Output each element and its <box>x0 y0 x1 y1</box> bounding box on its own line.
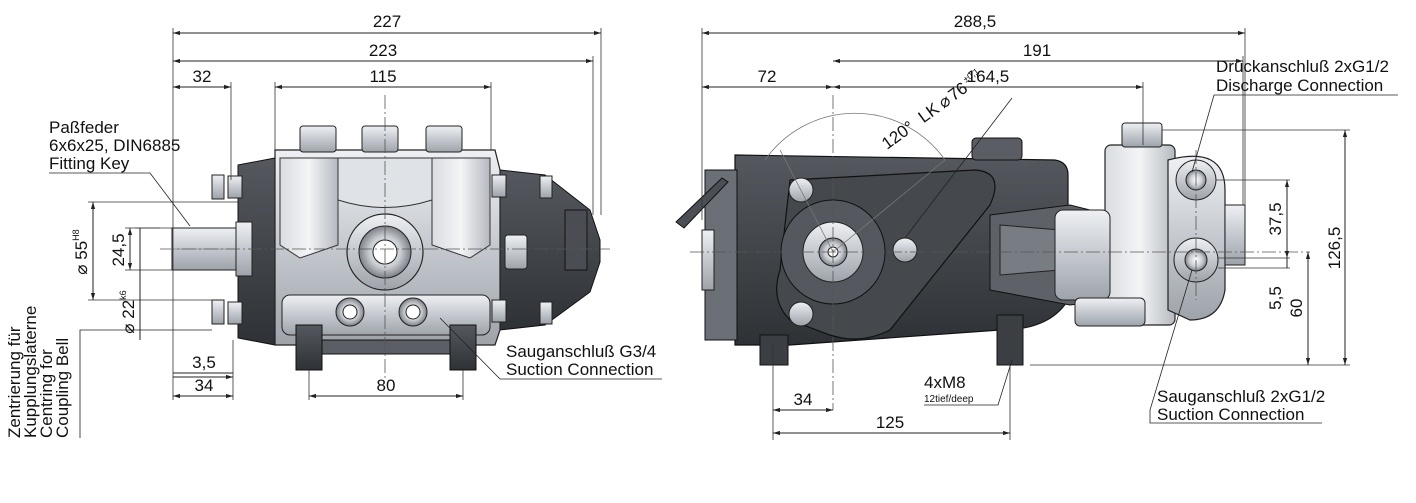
mounting-thread-label: 4xM8 <box>924 373 966 392</box>
centring-label-en-1: Centring for <box>37 349 56 438</box>
angle-ray-right <box>832 159 946 253</box>
fitting-key-label-en: Fitting Key <box>49 154 130 173</box>
angle-ray-left <box>779 149 834 253</box>
dim-37-5-group: 37,5 <box>1266 202 1285 235</box>
fitting-key-leader <box>49 172 191 227</box>
angle-120: 120° <box>878 117 918 153</box>
fitting-key-label-de: Paßfeder <box>49 118 119 137</box>
dim-diameter-22-group: ⌀ 22k6 <box>118 290 138 333</box>
side-view-pump-body <box>675 122 1246 366</box>
suction-label-side-en: Suction Connection <box>1157 405 1304 424</box>
front-view: 227 223 32 115 3,5 34 80 ⌀ 55H8 24,5 ⌀ 2… <box>5 12 662 438</box>
dim-diameter-22-tolerance: k6 <box>118 290 128 300</box>
dim-115: 115 <box>369 67 396 86</box>
dim-3-5: 3,5 <box>192 353 216 372</box>
dim-32: 32 <box>193 67 212 86</box>
dim-60-group: 60 <box>1287 299 1306 318</box>
diameter-symbol: ⌀ <box>72 260 91 275</box>
dim-diameter-55: ⌀ 55H8 <box>71 229 91 274</box>
suction-label-front-en: Suction Connection <box>506 360 653 379</box>
centring-label-de-2: Kupplungslaterne <box>21 306 40 438</box>
bolt-circle-angle-arc <box>764 112 946 161</box>
mounting-depth-label: 12tief/deep <box>924 394 974 405</box>
suction-label-side-de: Sauganschluß 2xG1/2 <box>1157 387 1325 406</box>
suction-label-front-de: Sauganschluß G3/4 <box>506 342 656 361</box>
centring-label: Zentrierung für Kupplungslaterne Centrin… <box>5 306 72 438</box>
dim-72: 72 <box>758 67 777 86</box>
centring-label-en-2: Coupling Bell <box>53 338 72 438</box>
dim-223: 223 <box>369 41 397 60</box>
dim-diameter-55-group: ⌀ 55H8 <box>71 229 91 274</box>
dim-diameter-55-value: 55 <box>72 241 91 260</box>
bolt-circle-leader <box>904 97 1013 239</box>
fitting-key-label-spec: 6x6x25, DIN6885 <box>49 136 180 155</box>
angle-and-bolt-circle: 120°LK⌀76±0,1 <box>878 66 987 153</box>
dim-191: 191 <box>1023 41 1051 60</box>
dim-5-5: 5,5 <box>1266 286 1285 310</box>
discharge-leader <box>1191 94 1398 173</box>
dim-24-5-group: 24,5 <box>109 233 128 266</box>
side-view: 288,5 191 72 164,5 34 125 126,5 37,5 5,5… <box>675 12 1398 440</box>
mounting-leader <box>924 359 1013 406</box>
front-view-pump-body <box>171 125 601 371</box>
dim-80: 80 <box>377 376 396 395</box>
dim-60: 60 <box>1287 299 1306 318</box>
discharge-label-en: Discharge Connection <box>1216 76 1383 95</box>
front-extension-lines <box>88 28 602 400</box>
discharge-label-de: Druckanschluß 2xG1/2 <box>1216 57 1389 76</box>
dim-126-5-group: 126,5 <box>1325 227 1344 270</box>
dim-34-front: 34 <box>195 376 214 395</box>
suction-front-leader <box>439 317 662 380</box>
dim-34-side: 34 <box>794 390 813 409</box>
dim-diameter-22: ⌀ 22k6 <box>118 290 138 333</box>
dim-126-5: 126,5 <box>1325 227 1344 270</box>
centring-label-de-1: Zentrierung für <box>5 326 24 438</box>
dim-5-5-group: 5,5 <box>1266 286 1285 310</box>
centring-leader <box>79 329 212 438</box>
diameter-symbol: ⌀ <box>119 319 138 334</box>
dim-227: 227 <box>373 12 401 31</box>
dim-125: 125 <box>876 413 904 432</box>
dim-37-5: 37,5 <box>1266 202 1285 235</box>
suction-side-leader <box>1149 269 1322 424</box>
dim-24-5: 24,5 <box>109 233 128 266</box>
dim-diameter-22-value: 22 <box>119 300 138 319</box>
dim-164-5: 164,5 <box>967 67 1010 86</box>
dim-288-5: 288,5 <box>954 12 997 31</box>
side-extension-lines <box>701 28 1350 440</box>
bolt-circle-label: 120°LK⌀76±0,1 <box>878 66 987 153</box>
dim-diameter-55-tolerance: H8 <box>71 229 81 241</box>
